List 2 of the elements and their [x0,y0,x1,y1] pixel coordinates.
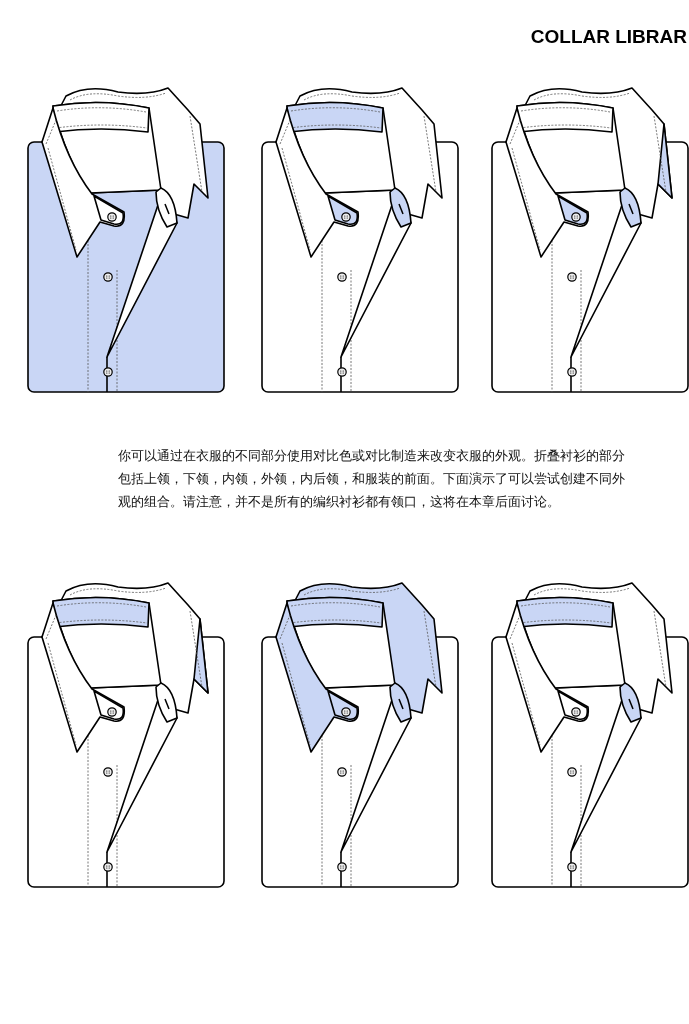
description-paragraph: 你可以通过在衣服的不同部分使用对比色或对比制造来改变衣服的外观。折叠衬衫的部分包括上领，下领，内领，外领，内后领，和服装的前面。下面演示了可以尝试创建不同外观的组合。请注意，并不是所有的编织衬衫都有领口，这将在本章后面讨论。 [118,447,626,511]
page-heading: COLLAR LIBRAR [530,26,687,48]
